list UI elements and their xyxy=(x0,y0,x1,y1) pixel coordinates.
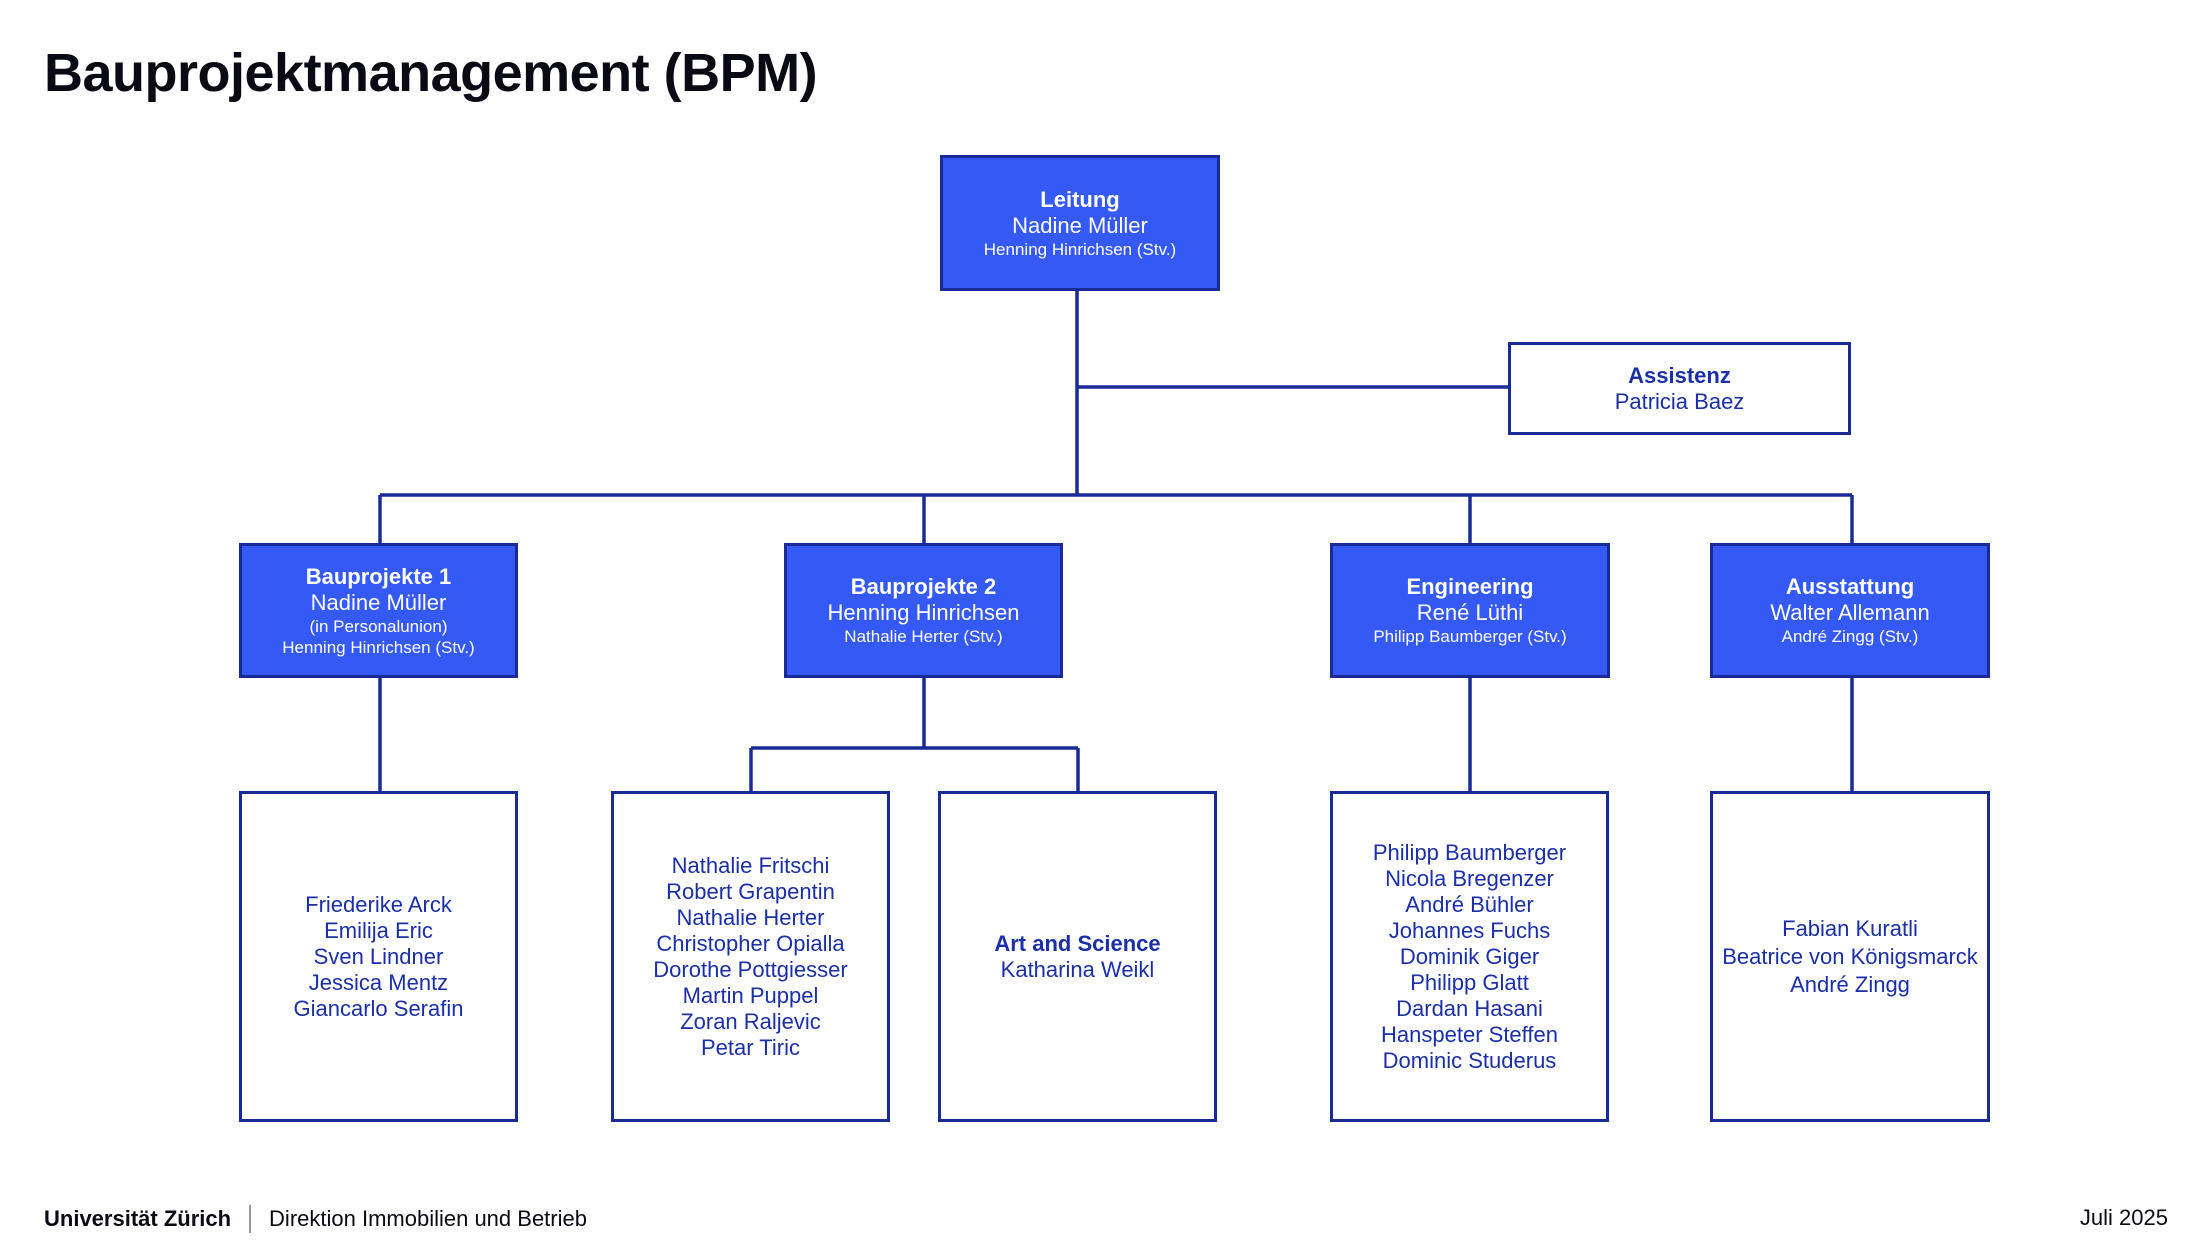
member-name: Hanspeter Steffen xyxy=(1381,1021,1558,1047)
ausstattung-name: Walter Allemann xyxy=(1770,600,1930,625)
leitung-title: Leitung xyxy=(1040,186,1120,212)
member-name: Petar Tiric xyxy=(700,1034,801,1060)
member-name: Fabian Kuratli xyxy=(1782,915,1918,941)
footer-date: Juli 2025 xyxy=(2079,1205,2168,1230)
member-name: Johannes Fuchs xyxy=(1388,917,1551,943)
member-name: Friederike Arck xyxy=(305,891,452,917)
ausstattung-members-box: Fabian Kuratli Beatrice von Königsmarck … xyxy=(1710,791,1990,1122)
member-name: Giancarlo Serafin xyxy=(293,995,464,1021)
bauprojekte1-members-box: Friederike Arck Emilija Eric Sven Lindne… xyxy=(239,791,518,1122)
member-name: André Zingg xyxy=(1790,971,1910,997)
member-name: Dorothe Pottgiesser xyxy=(653,956,848,982)
bauprojekte2-members-box: Nathalie Fritschi Robert Grapentin Natha… xyxy=(611,791,890,1122)
footer-university: Universität Zürich xyxy=(44,1206,232,1231)
leitung-box: Leitung Nadine Müller Henning Hinrichsen… xyxy=(940,155,1220,291)
assistenz-title: Assistenz xyxy=(1628,362,1731,388)
member-name: André Bühler xyxy=(1405,891,1534,917)
member-name: Philipp Baumberger xyxy=(1372,839,1567,865)
member-name: Dardan Hasani xyxy=(1396,995,1543,1021)
leitung-deputy: Henning Hinrichsen (Stv.) xyxy=(983,239,1177,259)
footer: Universität Zürich Direktion Immobilien … xyxy=(44,1205,587,1233)
engineering-deputy: Philipp Baumberger (Stv.) xyxy=(1373,627,1567,646)
bauprojekte1-box: Bauprojekte 1 Nadine Müller (in Personal… xyxy=(239,543,518,678)
bauprojekte2-box: Bauprojekte 2 Henning Hinrichsen Nathali… xyxy=(784,543,1063,678)
member-name: Nathalie Fritschi xyxy=(671,852,830,878)
bauprojekte1-deputy: Henning Hinrichsen (Stv.) xyxy=(282,637,475,657)
footer-department: Direktion Immobilien und Betrieb xyxy=(269,1206,587,1231)
art-science-box: Art and Science Katharina Weikl xyxy=(938,791,1217,1122)
engineering-box: Engineering René Lüthi Philipp Baumberge… xyxy=(1330,543,1610,678)
ausstattung-title: Ausstattung xyxy=(1785,574,1915,599)
member-name: Sven Lindner xyxy=(313,943,444,969)
member-name: Dominik Giger xyxy=(1399,943,1540,969)
bauprojekte1-title: Bauprojekte 1 xyxy=(305,563,452,589)
member-name: Christopher Opialla xyxy=(656,930,845,956)
bauprojekte2-deputy: Nathalie Herter (Stv.) xyxy=(844,627,1003,646)
engineering-title: Engineering xyxy=(1406,574,1534,599)
bauprojekte1-note: (in Personalunion) xyxy=(309,616,448,636)
member-name: Emilija Eric xyxy=(324,917,433,943)
assistenz-box: Assistenz Patricia Baez xyxy=(1508,342,1851,435)
member-name: Martin Puppel xyxy=(682,982,819,1008)
member-name: Dominic Studerus xyxy=(1382,1047,1557,1073)
member-name: Robert Grapentin xyxy=(666,878,835,904)
ausstattung-box: Ausstattung Walter Allemann André Zingg … xyxy=(1710,543,1990,678)
art-science-title: Art and Science xyxy=(994,930,1161,956)
member-name: Zoran Raljevic xyxy=(680,1008,821,1034)
member-name: Beatrice von Königsmarck xyxy=(1722,943,1978,969)
assistenz-name: Patricia Baez xyxy=(1614,388,1745,414)
bauprojekte1-name: Nadine Müller xyxy=(310,589,447,615)
member-name: Philipp Glatt xyxy=(1410,969,1529,995)
leitung-name: Nadine Müller xyxy=(1012,212,1148,238)
ausstattung-deputy: André Zingg (Stv.) xyxy=(1781,627,1919,646)
engineering-members-box: Philipp Baumberger Nicola Bregenzer Andr… xyxy=(1330,791,1609,1122)
art-science-name: Katharina Weikl xyxy=(1000,956,1155,982)
member-name: Nicola Bregenzer xyxy=(1385,865,1554,891)
member-name: Jessica Mentz xyxy=(308,969,449,995)
bauprojekte2-name: Henning Hinrichsen xyxy=(827,600,1020,625)
page-title: Bauprojektmanagement (BPM) xyxy=(44,43,818,103)
engineering-name: René Lüthi xyxy=(1416,600,1524,625)
member-name: Nathalie Herter xyxy=(676,904,825,930)
footer-separator xyxy=(249,1205,252,1233)
bauprojekte2-title: Bauprojekte 2 xyxy=(850,574,997,599)
